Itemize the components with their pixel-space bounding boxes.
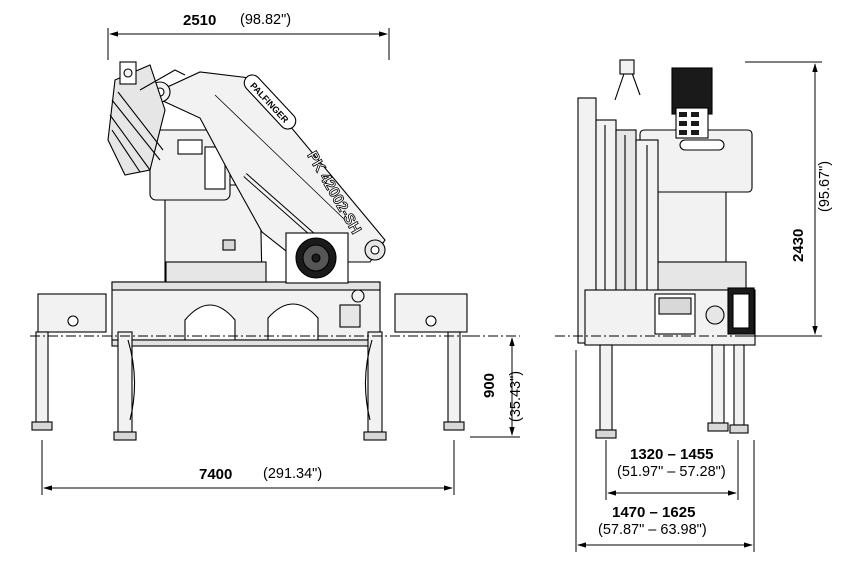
- total-height-imperial: (95.67"): [817, 160, 833, 212]
- outer-width-value: 1470 – 1625: [612, 504, 696, 521]
- inner-width-value: 1320 – 1455: [630, 446, 714, 463]
- outrigger-span-value: 7400: [199, 466, 233, 483]
- top-width-imperial: (98.82"): [240, 12, 292, 28]
- folded-boom-head: [107, 61, 186, 176]
- total-height-value: 2430: [790, 228, 807, 262]
- inner-width-imperial: (51.97" – 57.28"): [617, 464, 726, 480]
- dimension-lines: [30, 28, 822, 552]
- stabilizer-height-imperial: (35.43"): [508, 370, 524, 422]
- front-view: [577, 59, 756, 439]
- top-width-value: 2510: [183, 12, 217, 29]
- oil-cooler: [285, 232, 349, 284]
- outer-width-imperial: (57.87" – 63.98"): [598, 522, 707, 538]
- front-column: [657, 184, 727, 266]
- side-view: PALFINGER PK 42002-SH: [31, 61, 468, 441]
- stabilizer-legs: [31, 331, 465, 441]
- outrigger-span-imperial: (291.34"): [263, 466, 323, 482]
- stabilizer-height-value: 900: [481, 372, 498, 398]
